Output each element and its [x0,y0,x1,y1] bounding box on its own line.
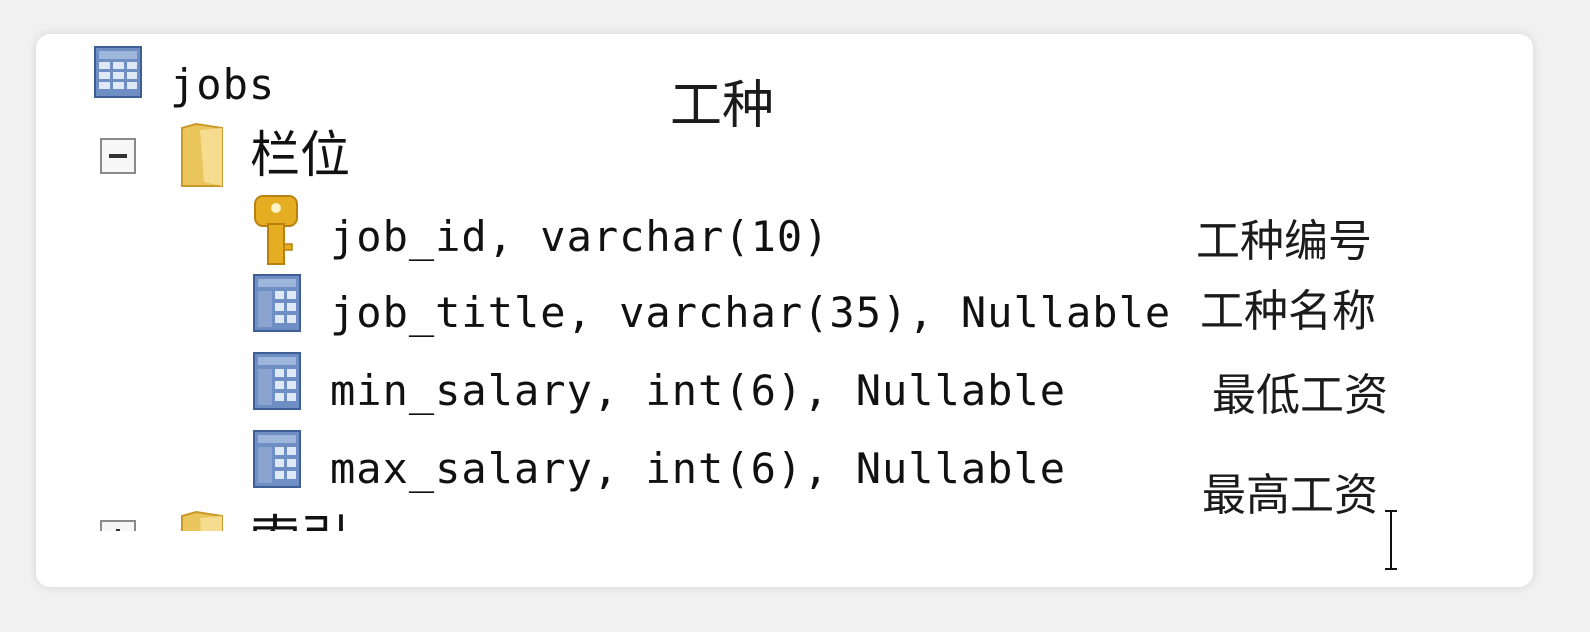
column-item[interactable]: job_title, varchar(35), Nullable [330,288,1172,337]
column-item[interactable]: min_salary, int(6), Nullable [330,366,1067,415]
column-item[interactable]: job_id, varchar(10) [330,212,830,261]
column-annotation: 工种编号 [1196,216,1372,267]
column-icon [253,430,301,488]
column-icon [253,274,301,332]
columns-folder-label[interactable]: 栏位 [250,126,350,184]
column-annotation: 最高工资 [1202,470,1378,521]
table-name[interactable]: jobs [170,60,276,109]
expand-icon[interactable] [100,520,136,531]
object-tree-panel: jobs 工种 栏位 job_id, varchar(10) [36,34,1533,587]
column-annotation: 工种名称 [1200,286,1376,337]
column-item[interactable]: max_salary, int(6), Nullable [330,444,1067,493]
table-annotation: 工种 [670,76,775,136]
indexes-folder-row[interactable]: 索引 [36,504,1533,531]
primary-key-icon [253,194,299,266]
table-icon [94,46,142,98]
indexes-folder-label[interactable]: 索引 [250,514,350,531]
text-cursor-icon [1384,510,1398,570]
folder-icon [178,122,226,188]
column-icon [253,352,301,410]
folder-icon [178,510,226,531]
collapse-icon[interactable] [100,138,136,174]
column-annotation: 最低工资 [1212,370,1388,421]
